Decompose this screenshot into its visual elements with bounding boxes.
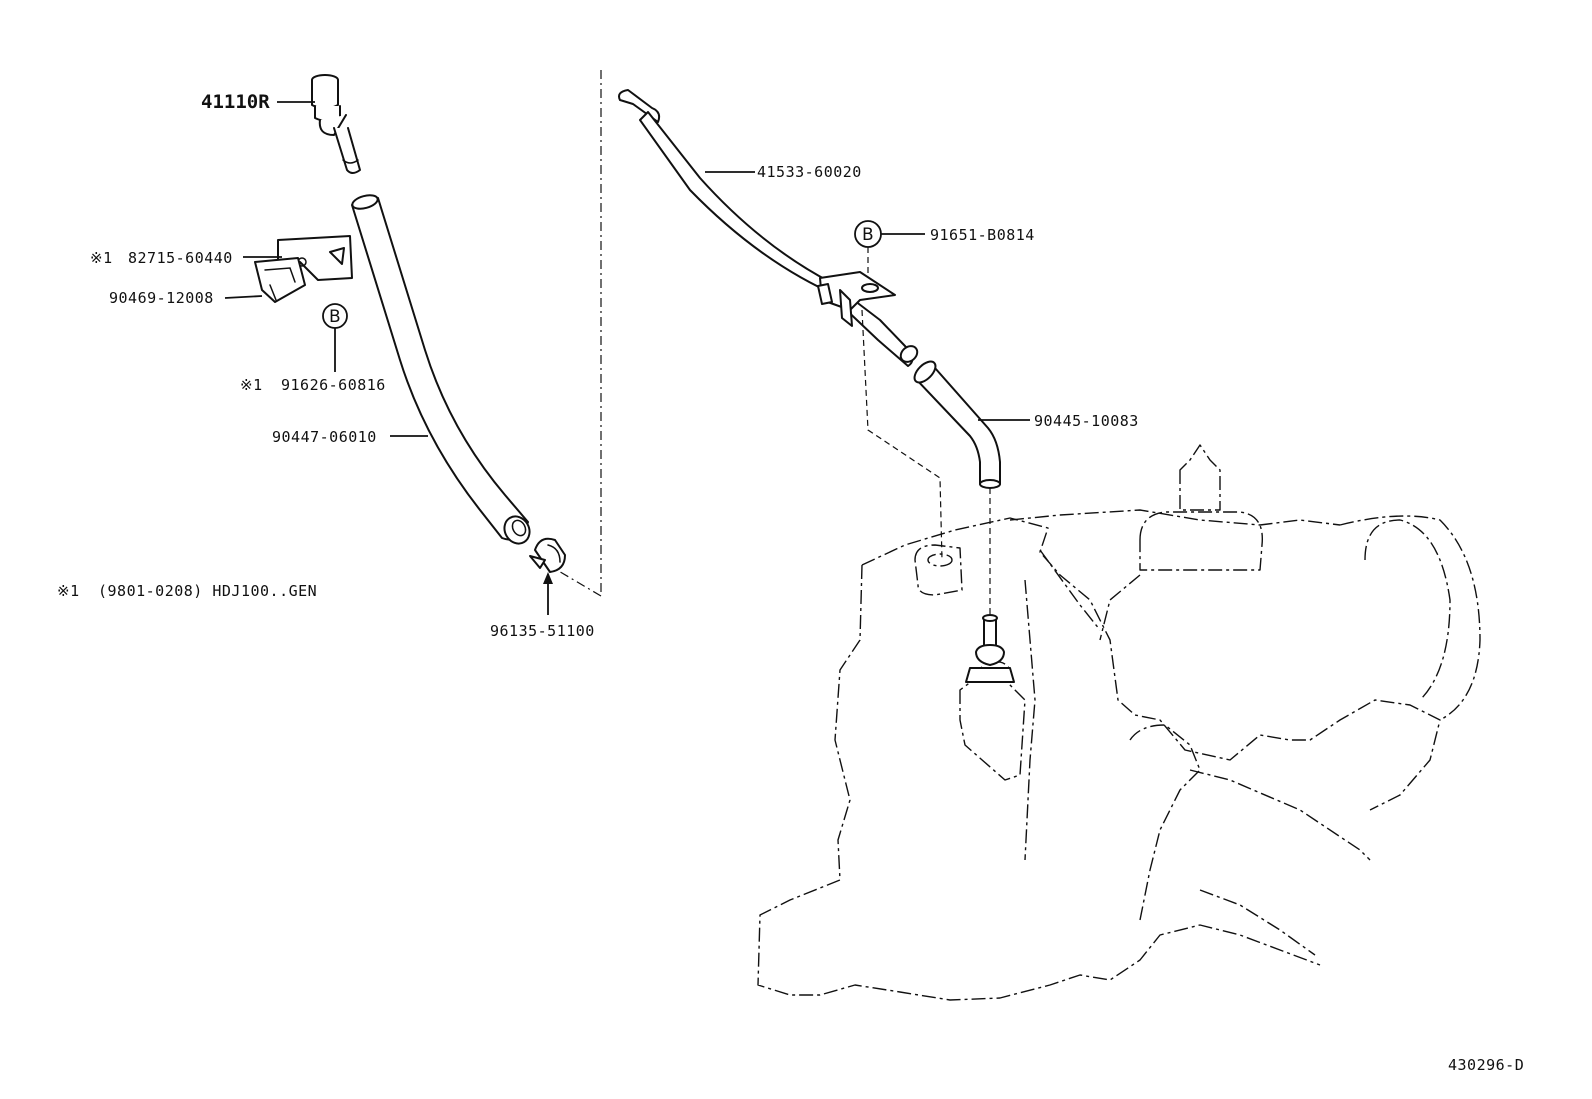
label-41533: 41533-60020 bbox=[757, 163, 862, 181]
label-82715: 82715-60440 bbox=[128, 249, 233, 267]
label-90469: 90469-12008 bbox=[109, 289, 214, 307]
guide-bracket-to-block bbox=[861, 309, 943, 561]
note-mark-legend: ※1 bbox=[57, 582, 80, 600]
clamp-96135-drawing[interactable] bbox=[529, 537, 566, 573]
label-91651: 91651-B0814 bbox=[930, 226, 1035, 244]
tube-41533-drawing[interactable] bbox=[618, 89, 920, 367]
note-text-legend: (9801-0208) HDJ100..GEN bbox=[98, 582, 317, 600]
bracket-91651-drawing[interactable] bbox=[817, 271, 896, 327]
pipe-stub-drawing bbox=[965, 614, 1015, 683]
label-90447: 90447-06010 bbox=[272, 428, 377, 446]
hose-90447-drawing[interactable] bbox=[351, 193, 535, 548]
label-91626: 91626-60816 bbox=[281, 376, 386, 394]
engine-block-outline bbox=[757, 444, 1481, 1001]
arrow-96135 bbox=[543, 572, 553, 584]
label-96135: 96135-51100 bbox=[490, 622, 595, 640]
label-41110R: 41110R bbox=[201, 91, 270, 113]
leader-90469 bbox=[224, 295, 263, 299]
hose-90445-drawing[interactable] bbox=[911, 358, 1001, 489]
note-mark-82715: ※1 bbox=[90, 249, 113, 267]
label-90445: 90445-10083 bbox=[1034, 412, 1139, 430]
ref-circle-b-left-text: B bbox=[329, 307, 341, 327]
ref-circle-b-right-text: B bbox=[862, 225, 874, 245]
note-mark-91626: ※1 bbox=[240, 376, 263, 394]
diagram-id: 430296-D bbox=[1448, 1056, 1524, 1074]
clip-90469-drawing[interactable] bbox=[254, 257, 306, 303]
breather-fitting-drawing[interactable] bbox=[311, 74, 361, 174]
